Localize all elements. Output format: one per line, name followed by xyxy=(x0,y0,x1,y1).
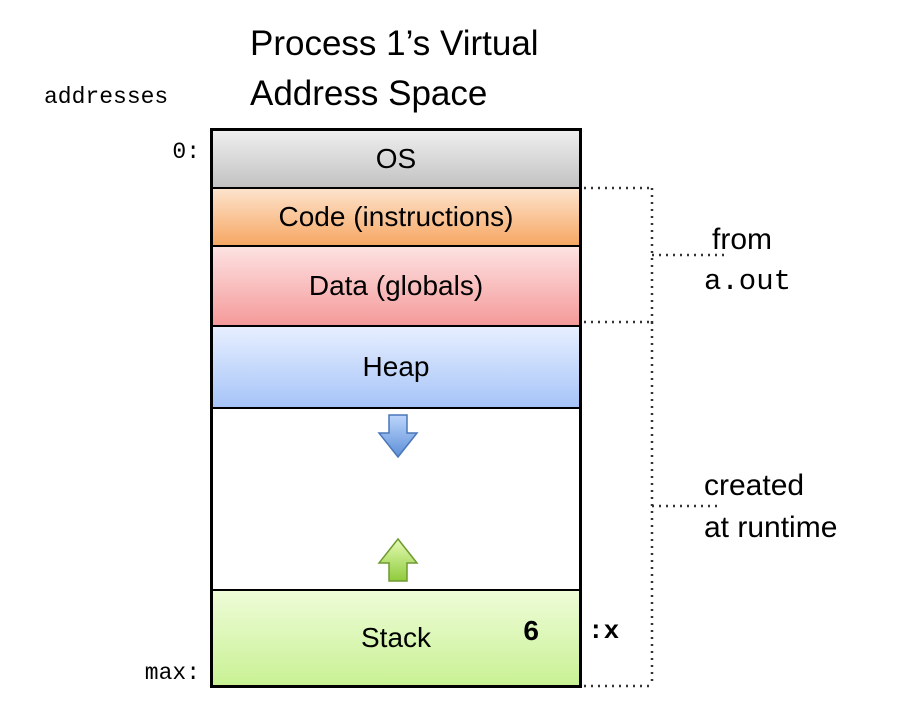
segment-heap: Heap xyxy=(213,327,579,409)
segment-data: Data (globals) xyxy=(213,247,579,327)
address-space-block: OS Code (instructions) Data (globals) He… xyxy=(210,128,582,688)
segment-code: Code (instructions) xyxy=(213,189,579,247)
created-annotation: created xyxy=(704,469,805,502)
segment-stack: Stack 6 xyxy=(213,589,579,685)
segment-os-label: OS xyxy=(375,143,417,174)
segment-code-label: Code (instructions) xyxy=(278,201,514,232)
aout-annotation: a.out xyxy=(704,265,792,298)
stack-variable-label: :x xyxy=(588,616,620,646)
segment-os: OS xyxy=(213,131,579,189)
addresses-label: addresses xyxy=(44,84,169,110)
runtime-annotation: at runtime xyxy=(704,511,838,544)
diagram-title-line1: Process 1’s Virtual xyxy=(250,24,539,63)
from-annotation: from xyxy=(712,223,772,256)
stack-variable-value: 6 xyxy=(523,615,539,646)
address-zero-label: 0: xyxy=(172,139,200,165)
segment-data-label: Data (globals) xyxy=(308,270,484,301)
segment-heap-label: Heap xyxy=(362,351,430,382)
arrow-down-icon xyxy=(377,414,419,459)
address-max-label: max: xyxy=(144,660,200,686)
arrow-up-icon xyxy=(377,537,419,582)
segment-stack-label: Stack xyxy=(360,622,432,653)
diagram-title-line2: Address Space xyxy=(250,74,488,113)
